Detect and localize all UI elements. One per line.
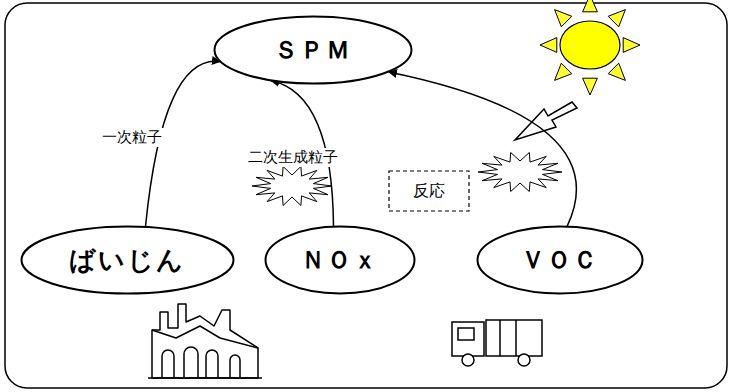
node-text-group: ＮＯｘ <box>301 244 379 276</box>
sunlight-arrow <box>515 102 577 140</box>
edge-label: 一次粒子 <box>100 128 164 147</box>
reaction-box: 反応 <box>388 170 470 212</box>
node-label: 反応 <box>413 181 445 202</box>
frame <box>5 3 727 388</box>
reaction-burst <box>478 153 562 192</box>
sun-ray <box>540 38 557 53</box>
sun-ray <box>583 78 598 95</box>
source-ellipse: ＮＯｘ <box>264 225 416 295</box>
sun-ray <box>623 38 640 53</box>
connector-arrow <box>389 72 577 226</box>
sun-disc <box>560 21 620 69</box>
node-label: ＮＯｘ <box>301 244 379 276</box>
factory-icon <box>148 304 262 378</box>
node-label: ＶＯＣ <box>521 244 599 276</box>
truck-icon <box>452 320 542 366</box>
node-label: ＳＰＭ <box>274 34 352 66</box>
source-ellipse: ばいじん <box>20 225 235 295</box>
pollutant-ellipse: ＳＰＭ <box>213 15 413 85</box>
sun-ray <box>555 63 572 80</box>
sun-ray <box>583 0 598 12</box>
node-text-group: ばいじん <box>69 243 185 278</box>
sun-ray <box>608 10 625 27</box>
node-text-group: ＳＰＭ <box>274 34 352 66</box>
sun-ray <box>555 10 572 27</box>
reaction-burst <box>252 167 332 206</box>
edge-label: 二次生成粒子 <box>246 148 340 167</box>
sun-icon <box>540 0 640 95</box>
node-label: ばいじん <box>69 243 185 278</box>
source-ellipse: ＶＯＣ <box>476 225 644 295</box>
node-text-group: 反応 <box>413 181 445 202</box>
node-text-group: ＶＯＣ <box>521 244 599 276</box>
sun-ray <box>608 63 625 80</box>
